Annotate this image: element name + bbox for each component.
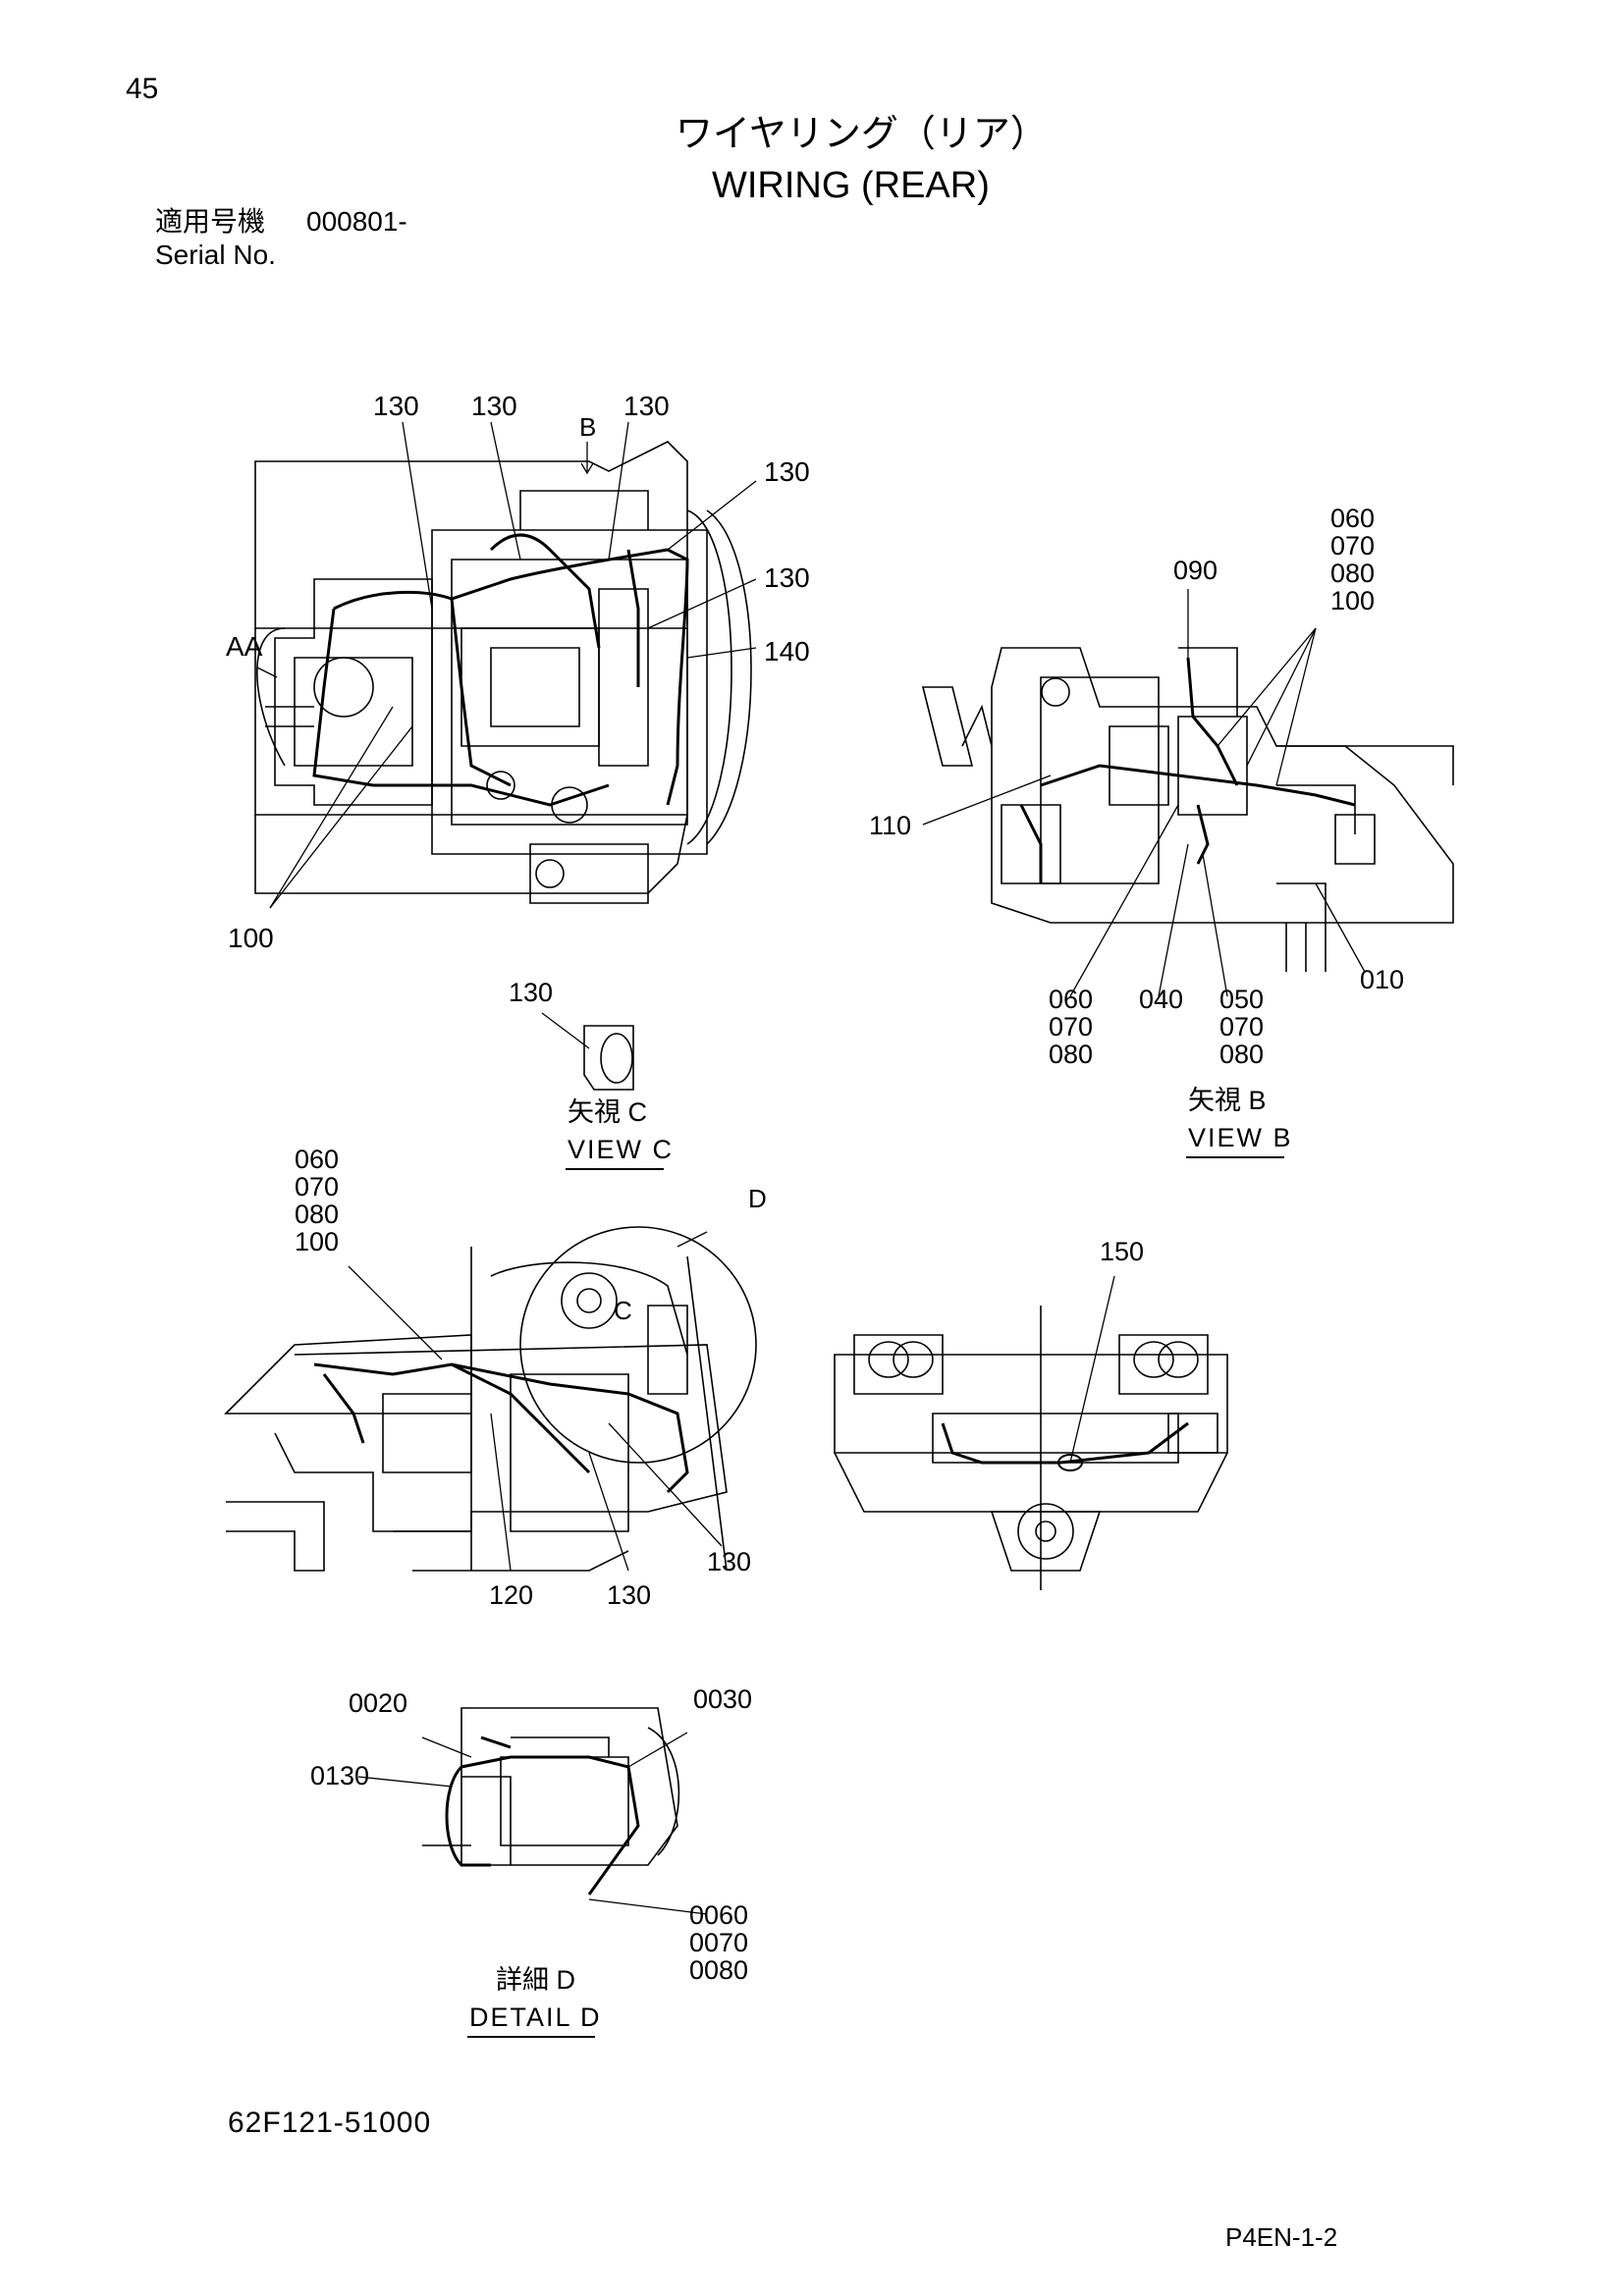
applicable-model-label: 適用号機: [155, 206, 266, 237]
detail-d-caption-en: DETAIL D: [469, 2002, 602, 2032]
callout-070-viewb-top: 070: [1330, 531, 1376, 561]
marker-aa: AA: [226, 631, 263, 662]
callout-130-c: 130: [623, 391, 670, 421]
callout-130-viewc: 130: [509, 978, 554, 1007]
view-b-caption-en: VIEW B: [1188, 1123, 1293, 1152]
callout-060-viewb-bottom: 060: [1049, 985, 1094, 1014]
main-top-view-drawing: [254, 421, 757, 909]
view-c-caption-en: VIEW C: [568, 1135, 675, 1164]
side-view-drawing: [224, 1226, 757, 1572]
callout-130-d: 130: [764, 456, 810, 487]
page-code: P4EN-1-2: [1225, 2222, 1338, 2252]
detail-d-caption-jp: 詳細 D: [496, 1965, 575, 1995]
callout-0080: 0080: [689, 1955, 749, 1985]
serial-label: Serial No.: [155, 240, 276, 270]
callout-0020: 0020: [349, 1688, 408, 1718]
callout-070-side: 070: [295, 1172, 340, 1201]
callout-080-viewb-bottom: 080: [1049, 1040, 1094, 1069]
view-b-caption-jp: 矢視 B: [1188, 1086, 1267, 1115]
callout-130-side-right: 130: [707, 1547, 752, 1576]
callout-130-b: 130: [471, 391, 517, 421]
callout-050: 050: [1219, 985, 1265, 1014]
callout-010: 010: [1360, 965, 1405, 994]
callout-090: 090: [1173, 556, 1218, 585]
drawing-number: 62F121-51000: [228, 2107, 432, 2139]
callout-130-e: 130: [764, 562, 810, 593]
callout-0130: 0130: [310, 1761, 370, 1790]
view-b-caption-underline: [1186, 1156, 1284, 1158]
detail-d-caption-underline: [467, 2036, 595, 2038]
page-number: 45: [126, 73, 159, 105]
callout-120: 120: [489, 1580, 534, 1610]
callout-080-viewb-top: 080: [1330, 559, 1376, 588]
title-japanese: ワイヤリング（リア）: [676, 114, 1048, 155]
callout-070-viewb-bottom: 070: [1049, 1012, 1094, 1041]
marker-c: C: [614, 1296, 632, 1325]
callout-130-a: 130: [373, 391, 419, 421]
view-b-drawing: [921, 589, 1454, 997]
rear-view-drawing: [834, 1275, 1228, 1590]
serial-value: 000801-: [306, 206, 407, 237]
callout-070-viewb-right: 070: [1219, 1012, 1265, 1041]
detail-d-drawing: [357, 1707, 708, 1915]
callout-040: 040: [1139, 985, 1184, 1014]
marker-b: B: [579, 412, 597, 442]
marker-d: D: [748, 1184, 767, 1213]
view-c-drawing: [541, 1012, 634, 1091]
callout-100-viewb-top: 100: [1330, 586, 1376, 615]
callout-130-side-bottom: 130: [607, 1580, 652, 1610]
callout-100-side: 100: [295, 1227, 340, 1256]
callout-0060: 0060: [689, 1900, 749, 1930]
callout-140: 140: [764, 636, 810, 667]
callout-060-viewb-top: 060: [1330, 504, 1376, 533]
callout-150: 150: [1100, 1237, 1145, 1266]
callout-0070: 0070: [689, 1928, 749, 1957]
callout-110: 110: [869, 811, 912, 840]
view-c-caption-underline: [566, 1168, 664, 1170]
title-english: WIRING (REAR): [712, 165, 990, 206]
callout-060-side: 060: [295, 1145, 340, 1174]
callout-080-side: 080: [295, 1200, 340, 1229]
callout-0030: 0030: [693, 1684, 753, 1714]
callout-080-viewb-right: 080: [1219, 1040, 1265, 1069]
view-c-caption-jp: 矢視 C: [568, 1097, 647, 1127]
callout-100-main: 100: [228, 923, 274, 953]
